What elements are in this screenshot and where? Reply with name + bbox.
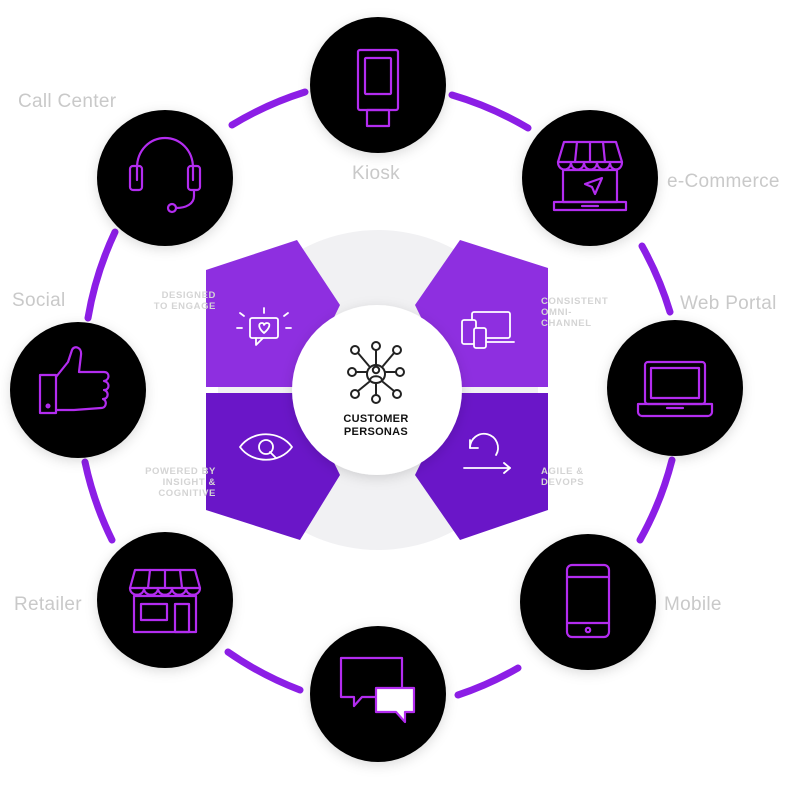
ring-segment xyxy=(448,91,532,132)
storefront-icon xyxy=(128,568,202,634)
channel-label-webportal: Web Portal xyxy=(680,293,777,314)
multi-device-icon xyxy=(461,311,515,349)
channel-label-ecommerce: e-Commerce xyxy=(667,171,780,192)
channel-node-chat[interactable] xyxy=(310,626,446,762)
cycle-arrow-icon xyxy=(463,432,511,474)
channel-node-mobile[interactable] xyxy=(520,534,656,670)
channel-node-callcenter[interactable] xyxy=(97,110,233,246)
channel-label-social: Social xyxy=(12,290,66,311)
ring-segment xyxy=(224,648,304,694)
quadrant-label-engage: DESIGNED TO ENGAGE xyxy=(153,290,216,312)
channel-node-kiosk[interactable] xyxy=(310,17,446,153)
channel-label-mobile: Mobile xyxy=(664,594,722,615)
channel-node-social[interactable] xyxy=(10,322,146,458)
eye-icon xyxy=(239,433,293,461)
ring-segment xyxy=(638,242,674,316)
ring-segment xyxy=(81,458,116,544)
laptop-icon xyxy=(636,360,714,418)
ring-segment xyxy=(454,664,522,699)
thumbs-up-icon xyxy=(38,346,110,415)
center-title: CUSTOMER PERSONAS xyxy=(343,413,409,438)
mobile-phone-icon xyxy=(565,563,611,639)
heart-message-icon xyxy=(236,307,292,346)
kiosk-icon xyxy=(356,48,400,128)
quadrant-label-insight: POWERED BY INSIGHT & COGNITIVE xyxy=(145,466,216,499)
channel-node-ecommerce[interactable] xyxy=(522,110,658,246)
headset-icon xyxy=(128,136,202,214)
ring-segment xyxy=(228,88,309,129)
chat-bubbles-icon xyxy=(339,656,416,724)
quadrant-label-omnichannel: CONSISTENT OMNI- CHANNEL xyxy=(541,296,609,329)
persona-network-icon xyxy=(347,341,405,404)
quadrant-label-agile: AGILE & DEVOPS xyxy=(541,466,585,488)
channel-label-callcenter: Call Center xyxy=(18,91,117,112)
channel-label-retailer: Retailer xyxy=(14,594,82,615)
channel-node-webportal[interactable] xyxy=(607,320,743,456)
online-store-icon xyxy=(552,140,628,212)
outer-ring xyxy=(81,88,676,699)
ring-segment xyxy=(636,456,676,544)
center-node[interactable] xyxy=(292,305,462,475)
ring-segment xyxy=(84,228,119,322)
channel-node-retailer[interactable] xyxy=(97,532,233,668)
channel-label-kiosk: Kiosk xyxy=(352,163,400,184)
